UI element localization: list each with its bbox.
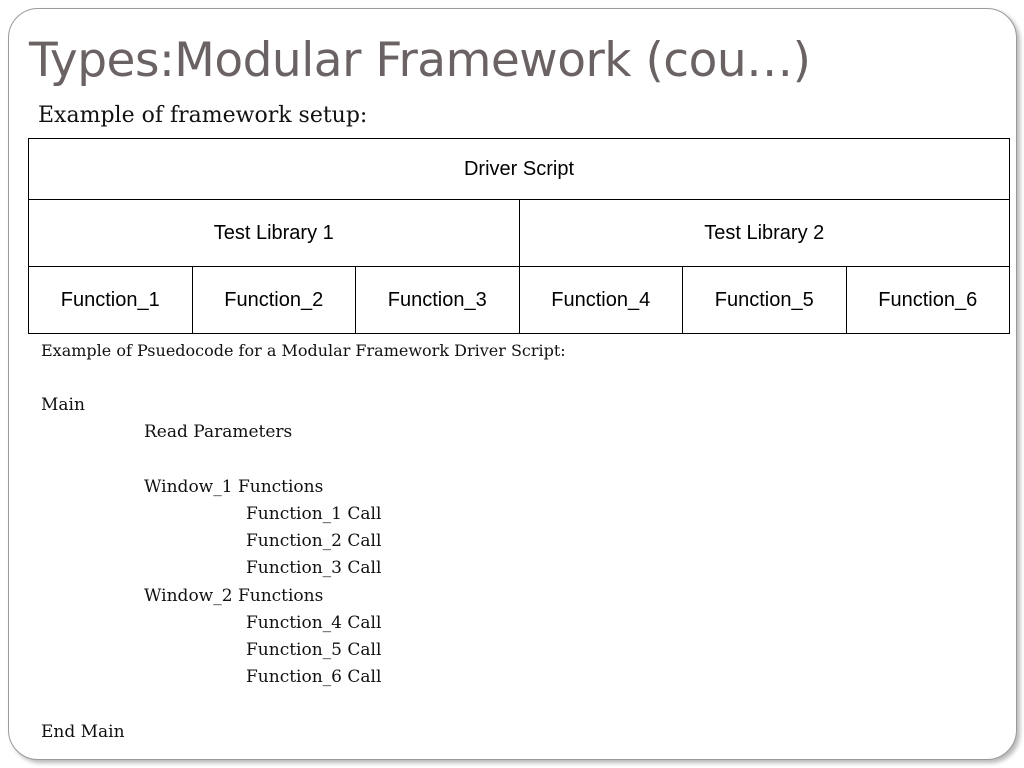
framework-table: Driver Script Test Library 1 Test Librar…	[28, 138, 1010, 334]
pseudocode-line: Function_5 Call	[246, 640, 382, 660]
pseudocode-line: Function_1 Call	[246, 504, 382, 524]
test-library-2-cell: Test Library 2	[518, 199, 1010, 267]
test-library-1-cell: Test Library 1	[28, 199, 520, 267]
pseudocode-line: Function_6 Call	[246, 667, 382, 687]
pseudocode-line: Read Parameters	[144, 422, 293, 442]
function-1-cell: Function_1	[28, 266, 193, 334]
pseudocode-line: Main	[41, 395, 85, 415]
function-5-cell: Function_5	[682, 266, 847, 334]
function-4-cell: Function_4	[518, 266, 683, 334]
function-2-cell: Function_2	[191, 266, 356, 334]
pseudocode-line: Window_1 Functions	[144, 477, 324, 497]
pseudocode-intro: Example of Psuedocode for a Modular Fram…	[41, 341, 566, 360]
pseudocode-line: End Main	[41, 722, 125, 742]
framework-setup-caption: Example of framework setup:	[38, 103, 368, 128]
slide: Types:Modular Framework (cou…) Example o…	[8, 8, 1017, 760]
driver-script-cell: Driver Script	[28, 138, 1010, 200]
pseudocode-line: Function_4 Call	[246, 613, 382, 633]
pseudocode-line: Function_2 Call	[246, 531, 382, 551]
function-6-cell: Function_6	[845, 266, 1010, 334]
function-3-cell: Function_3	[355, 266, 520, 334]
pseudocode-line: Window_2 Functions	[144, 586, 324, 606]
library-row: Test Library 1 Test Library 2	[28, 199, 1010, 267]
pseudocode-line: Function_3 Call	[246, 558, 382, 578]
function-row: Function_1 Function_2 Function_3 Functio…	[28, 266, 1010, 334]
driver-row: Driver Script	[28, 138, 1010, 200]
slide-title: Types:Modular Framework (cou…)	[29, 33, 811, 88]
